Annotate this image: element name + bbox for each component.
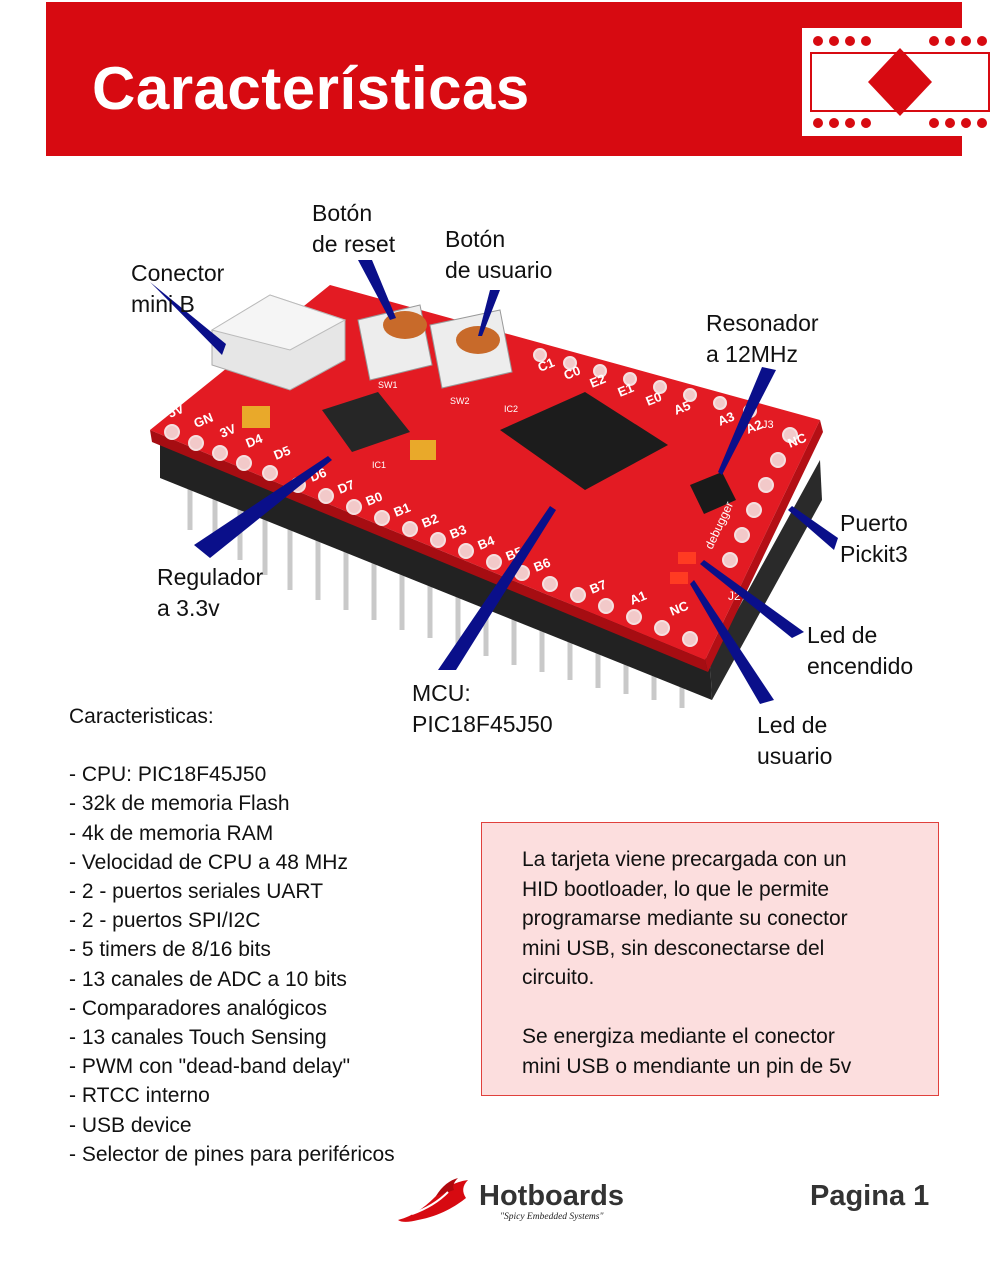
pin-label: GN <box>192 410 216 431</box>
callout-boton-usuario: Botón de usuario <box>445 226 553 283</box>
list-item: - 2 - puertos seriales UART <box>69 880 324 904</box>
note-line: mini USB o mendiante un pin de 5v <box>522 1054 852 1078</box>
pin-label: C1 <box>536 355 557 375</box>
list-item: - Selector de pines para periféricos <box>69 1142 395 1166</box>
pin-label: D7 <box>336 477 357 497</box>
list-item: - Velocidad de CPU a 48 MHz <box>69 850 348 874</box>
list-item: - USB device <box>69 1113 192 1137</box>
list-item: - 2 - puertos SPI/I2C <box>69 909 261 933</box>
arrow-usuario <box>478 290 500 336</box>
info-note-box: La tarjeta viene precargada con un HID b… <box>481 822 939 1096</box>
features-heading: Caracteristicas: <box>69 705 214 728</box>
pin-label: E2 <box>588 371 608 391</box>
pin-label: A5 <box>672 398 693 418</box>
note-line: HID bootloader, lo que le permite <box>522 877 830 901</box>
pin-label: B7 <box>588 577 609 597</box>
arrow-regulador <box>194 456 332 558</box>
note-line: mini USB, sin desconectarse del <box>522 936 825 960</box>
pin-label: D4 <box>244 430 266 450</box>
pin-label: E1 <box>616 380 636 400</box>
list-item: - 13 canales de ADC a 10 bits <box>69 967 347 991</box>
arrow-pickit <box>788 506 838 550</box>
list-item: - RTCC interno <box>69 1084 210 1108</box>
callout-regulador: Regulador a 3.3v <box>157 564 264 621</box>
page-number: Pagina 1 <box>810 1180 930 1212</box>
callout-puerto-pickit3: Puerto Pickit3 <box>840 510 908 567</box>
callout-led-usuario: Led de usuario <box>757 712 833 769</box>
pin-label: D5 <box>272 443 293 463</box>
pin-label: B3 <box>448 522 469 542</box>
page-title: Características <box>92 55 530 122</box>
callout-boton-reset: Botón de reset <box>312 200 396 257</box>
arrow-led-encendido <box>700 560 804 638</box>
arrow-conector <box>150 282 226 355</box>
silk-label: J3 <box>762 419 774 431</box>
note-line: circuito. <box>522 966 595 989</box>
pin-label: B0 <box>364 489 385 509</box>
arrow-mcu <box>438 506 556 670</box>
list-item: - 5 timers de 8/16 bits <box>69 938 271 962</box>
list-item: - Comparadores analógicos <box>69 996 327 1020</box>
list-item: - PWM con "dead-band delay" <box>69 1055 351 1079</box>
film-strip-logo-icon <box>802 28 990 141</box>
callout-led-encendido: Led de encendido <box>807 622 914 679</box>
pin-label: A3 <box>716 409 737 429</box>
arrow-led-usuario <box>690 580 774 704</box>
callout-conector-mini-b: Conector mini B <box>131 260 225 317</box>
brand-slogan: "Spicy Embedded Systems" <box>500 1212 604 1222</box>
pin-label: NC <box>786 430 810 451</box>
list-item: - 32k de memoria Flash <box>69 792 290 816</box>
note-line: La tarjeta viene precargada con un <box>522 848 847 871</box>
silk-label: SW1 <box>378 380 398 390</box>
board-drawing: 5V GN 3V D4 D5 D6 D7 B0 B1 B2 B3 B4 B5 B… <box>150 260 838 708</box>
note-line: programarse mediante su conector <box>522 907 848 930</box>
callout-mcu: MCU: PIC18F45J50 <box>412 680 553 737</box>
pin-label: E0 <box>644 389 664 409</box>
list-item: - CPU: PIC18F45J50 <box>69 763 267 787</box>
pin-label: B6 <box>532 555 553 575</box>
pin-label: B1 <box>392 500 413 520</box>
list-item: - 4k de memoria RAM <box>69 821 274 845</box>
pin-label: B4 <box>476 532 498 552</box>
pin-label: 3V <box>218 421 239 441</box>
note-line: Se energiza mediante el conector <box>522 1025 835 1048</box>
brand-name: Hotboards <box>479 1180 624 1212</box>
header-banner: Características <box>46 2 990 156</box>
pin-label: 5V <box>166 401 187 421</box>
features-list: Caracteristicas: - CPU: PIC18F45J50 - 32… <box>69 702 395 1169</box>
callout-resonador: Resonador a 12MHz <box>706 310 819 367</box>
hotboards-pepper-icon <box>392 1176 476 1231</box>
silk-label: IC2 <box>504 404 518 414</box>
pin-label: C0 <box>562 363 583 383</box>
board-illustration: 5V GN 3V D4 D5 D6 D7 B0 B1 B2 B3 B4 B5 B… <box>0 160 990 720</box>
pin-label: NC <box>668 598 692 619</box>
silk-label: SW2 <box>450 396 470 406</box>
note-text: La tarjeta viene precargada con un HID b… <box>522 845 922 1081</box>
arrow-resonador <box>718 367 776 475</box>
pin-label: B2 <box>420 511 441 531</box>
pin-label: A1 <box>628 588 649 608</box>
arrow-reset <box>358 260 396 320</box>
silk-label: IC1 <box>372 460 386 470</box>
callout-arrows <box>150 260 838 704</box>
list-item: - 13 canales Touch Sensing <box>69 1026 327 1050</box>
